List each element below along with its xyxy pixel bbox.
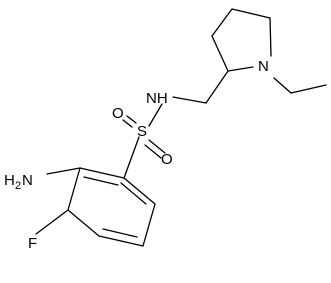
sulfur-oxygen-bond [148, 139, 166, 154]
pyrrolidine-bond [211, 35, 229, 72]
nh-atom-label: NH [146, 90, 168, 107]
bond-lines [35, 8, 327, 247]
sulfur-oxygen-bond [126, 115, 137, 124]
fluoro-bond [35, 209, 69, 235]
pyrrolidine-bond [269, 17, 272, 57]
amine-h-label: H [4, 172, 15, 189]
sulfur-atom-label: S [137, 123, 147, 140]
aromatic-inner-bond [102, 228, 138, 238]
ring-bond [79, 167, 125, 179]
sulfur-oxygen-bond [122, 119, 133, 128]
ring-bond [67, 209, 100, 237]
ring-bond [123, 177, 156, 205]
aromatic-inner-bond [120, 182, 147, 205]
ethyl-bond [273, 77, 292, 94]
sulfur-to-nh-bond [148, 103, 163, 127]
amine-bond [46, 167, 81, 175]
oxygen-atom-label-bottom: O [161, 151, 173, 168]
fluorine-atom-label: F [28, 235, 37, 252]
ring-bond [142, 203, 156, 247]
amine-subscript-label: 2 [15, 180, 21, 192]
ring-bond [98, 235, 144, 247]
ch2-to-pyrrolidine-bond [205, 70, 229, 104]
sulfur-oxygen-bond [144, 144, 162, 159]
aromatic-inner-bond [83, 176, 119, 186]
pyrrolidine-bond [227, 66, 254, 72]
nh-to-ch2-bond [172, 96, 207, 104]
ring-to-sulfur-bond [123, 136, 140, 179]
amine-n-label: N [22, 172, 33, 189]
oxygen-atom-label-top: O [112, 105, 124, 122]
ring-bond [67, 167, 81, 211]
ethyl-bond [290, 84, 327, 94]
pyrrolidine-bond [211, 8, 233, 37]
ring-nitrogen-label: N [258, 58, 269, 75]
pyrrolidine-bond [231, 8, 271, 19]
